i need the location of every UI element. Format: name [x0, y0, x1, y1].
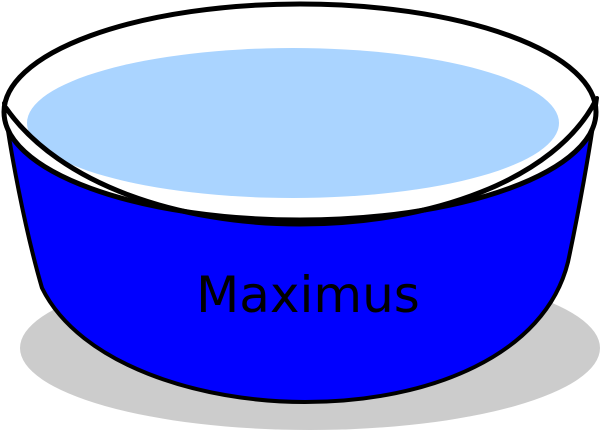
bowl-name-label: Maximus [196, 266, 420, 324]
bowl-lip-edge [3, 97, 599, 227]
water-surface [27, 48, 559, 198]
